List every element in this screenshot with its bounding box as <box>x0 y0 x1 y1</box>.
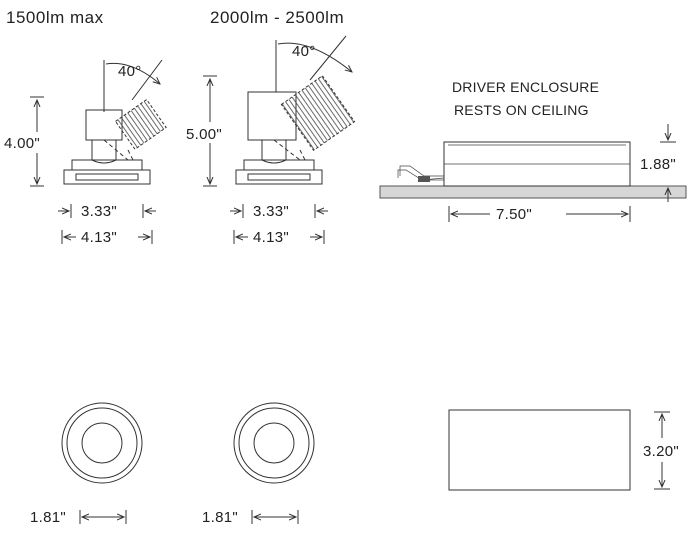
driver-length-label: 7.50" <box>496 206 533 223</box>
width-inner-label-small: 3.33" <box>81 203 118 220</box>
driver-title-line2: RESTS ON CEILING <box>454 102 589 118</box>
plan-small-diameter-label: 1.81" <box>30 509 67 526</box>
plan-small-circles <box>61 402 143 524</box>
angle-label-small: 40° <box>118 63 142 80</box>
height-label-small: 4.00" <box>4 135 41 152</box>
title-1500lm: 1500lm max <box>6 8 104 27</box>
driver-elevation <box>379 124 687 222</box>
height-label-large: 5.00" <box>186 126 223 143</box>
plan-large-circles <box>233 402 315 524</box>
driver-title-line1: DRIVER ENCLOSURE <box>452 79 600 95</box>
plan-large-diameter-label: 1.81" <box>202 509 239 526</box>
fixture-large-elevation <box>203 35 356 244</box>
width-inner-label-large: 3.33" <box>253 203 290 220</box>
angle-label-large: 40° <box>292 43 316 60</box>
plan-driver-rect <box>448 409 670 491</box>
plan-driver-width-label: 3.20" <box>643 443 680 460</box>
width-outer-label-small: 4.13" <box>81 229 118 246</box>
title-2000-2500lm: 2000lm - 2500lm <box>210 8 345 27</box>
width-outer-label-large: 4.13" <box>253 229 290 246</box>
fixture-small-elevation <box>30 59 167 244</box>
driver-height-label: 1.88" <box>640 156 677 173</box>
